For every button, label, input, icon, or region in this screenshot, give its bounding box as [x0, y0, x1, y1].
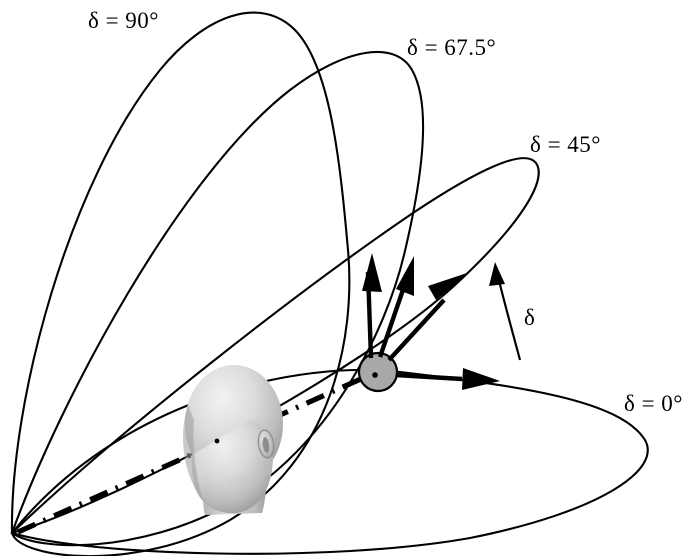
sphere-circle — [357, 351, 399, 393]
label-delta-45: δ = 45° — [530, 132, 601, 157]
lobe-curve-45deg — [11, 157, 540, 535]
label-delta-675: δ = 67.5° — [407, 35, 496, 60]
axis-dash-dot-line — [16, 371, 374, 535]
direction-arrow-90deg — [362, 253, 382, 359]
arrow-head-45deg — [428, 272, 470, 300]
direction-arrow-675deg — [377, 256, 414, 358]
delta-angle-indicator — [489, 262, 522, 361]
label-delta-angle: δ — [524, 305, 535, 330]
label-delta-0: δ = 0° — [624, 391, 683, 416]
lobe-curve-90deg — [10, 11, 351, 556]
head-jaw — [191, 420, 274, 514]
arrow-head-90deg — [362, 253, 382, 292]
head-model — [183, 365, 283, 515]
direction-arrow-0deg — [395, 368, 500, 390]
source-sphere — [357, 351, 399, 393]
arrow-head-0deg — [462, 368, 500, 390]
sphere-center-dot — [372, 372, 378, 378]
head-ear-canal — [262, 437, 270, 453]
delta-arc-curve — [496, 275, 522, 361]
arrow-head-675deg — [396, 256, 414, 296]
label-delta-90: δ = 90° — [88, 8, 159, 33]
direction-arrow-45deg — [387, 272, 470, 362]
head-shadow-left — [183, 405, 204, 502]
head-center-dot — [214, 438, 220, 444]
delta-arc-arrow-head — [489, 262, 505, 286]
